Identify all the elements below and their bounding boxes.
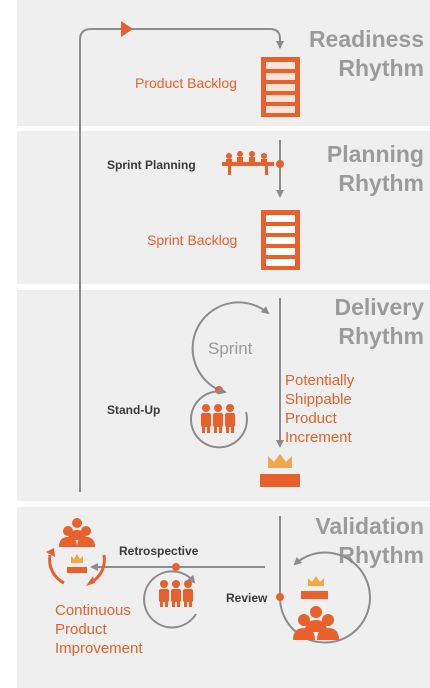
review-people-icon bbox=[293, 606, 339, 640]
loop-direction-arrow bbox=[121, 21, 133, 37]
sprint-planning-dot bbox=[276, 160, 284, 168]
retrospective-cycle bbox=[143, 570, 197, 629]
improvement-label: Continuous Product Improvement bbox=[55, 602, 143, 657]
standup-cycle bbox=[190, 386, 248, 449]
standup-label: Stand-Up bbox=[107, 403, 161, 417]
retrospective-dot bbox=[172, 563, 180, 571]
readiness-rhythm-title: Readiness Rhythm bbox=[308, 26, 424, 81]
increment-crown-icon bbox=[260, 454, 300, 487]
review-label: Review bbox=[226, 591, 268, 605]
sprint-backlog-label: Sprint Backlog bbox=[147, 232, 238, 248]
readiness-panel bbox=[17, 0, 430, 126]
review-cycle bbox=[278, 551, 371, 644]
retrospective-label: Retrospective bbox=[119, 544, 199, 558]
planning-rhythm-title: Planning Rhythm bbox=[326, 141, 424, 196]
delivery-rhythm-title: Delivery Rhythm bbox=[334, 294, 424, 349]
meeting-table-icon bbox=[222, 151, 274, 175]
product-backlog-label: Product Backlog bbox=[135, 75, 237, 91]
review-crown-icon bbox=[301, 576, 328, 599]
validation-rhythm-title: Validation Rhythm bbox=[315, 513, 424, 568]
main-loop-line bbox=[79, 28, 284, 492]
sprint-cycle bbox=[191, 301, 270, 391]
sprint-backlog-icon bbox=[261, 210, 300, 270]
sprint-dot bbox=[215, 386, 223, 394]
review-dot bbox=[276, 593, 284, 601]
standup-people-icon bbox=[201, 404, 235, 433]
increment-label: Potentially Shippable Product Increment bbox=[285, 372, 355, 446]
planning-panel bbox=[17, 131, 430, 284]
improvement-cycle-icon bbox=[46, 518, 106, 586]
retrospective-people-icon bbox=[159, 580, 193, 607]
sprint-label: Sprint bbox=[208, 339, 253, 358]
product-backlog-icon bbox=[261, 57, 300, 117]
delivery-panel bbox=[17, 290, 430, 501]
sprint-planning-label: Sprint Planning bbox=[107, 158, 196, 172]
